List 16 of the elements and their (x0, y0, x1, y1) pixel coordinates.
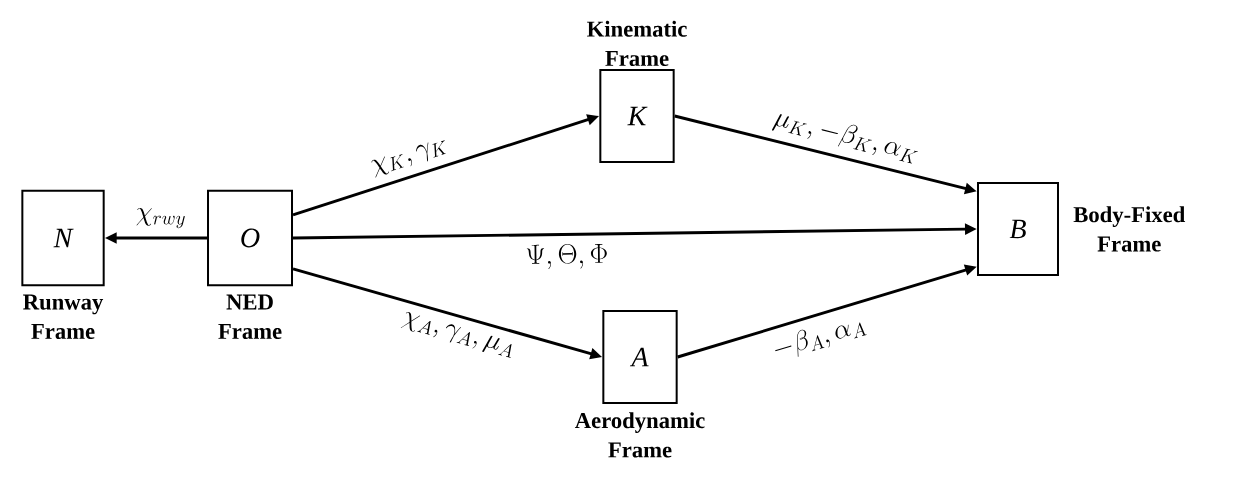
edge-label: $\Psi, \Theta, \Phi$ (526, 244, 607, 269)
edge-label: $\chi_K, \gamma_K$ (371, 140, 446, 178)
edge-label: $\mu_K, -\beta_K, \alpha_K$ (772, 114, 918, 164)
frame-box: N (21, 189, 105, 287)
frame-label: Runway Frame (23, 294, 104, 339)
edge-label: $\chi_A, \gamma_A, \mu_A$ (400, 311, 512, 358)
frame-label: Kinematic Frame (587, 20, 687, 67)
frame-label: Body-Fixed Frame (1073, 206, 1186, 252)
frame-box: A (602, 310, 678, 404)
frame-box: B (977, 182, 1059, 276)
edge-label: $\chi_{rwy}$ (136, 207, 185, 229)
edge-label: $-\beta_A, \alpha_A$ (775, 322, 867, 357)
frame-label: NED Frame (218, 294, 282, 339)
frame-label: Aerodynamic Frame (574, 412, 705, 458)
frame-box: K (599, 69, 675, 163)
frame-box: O (207, 189, 293, 287)
